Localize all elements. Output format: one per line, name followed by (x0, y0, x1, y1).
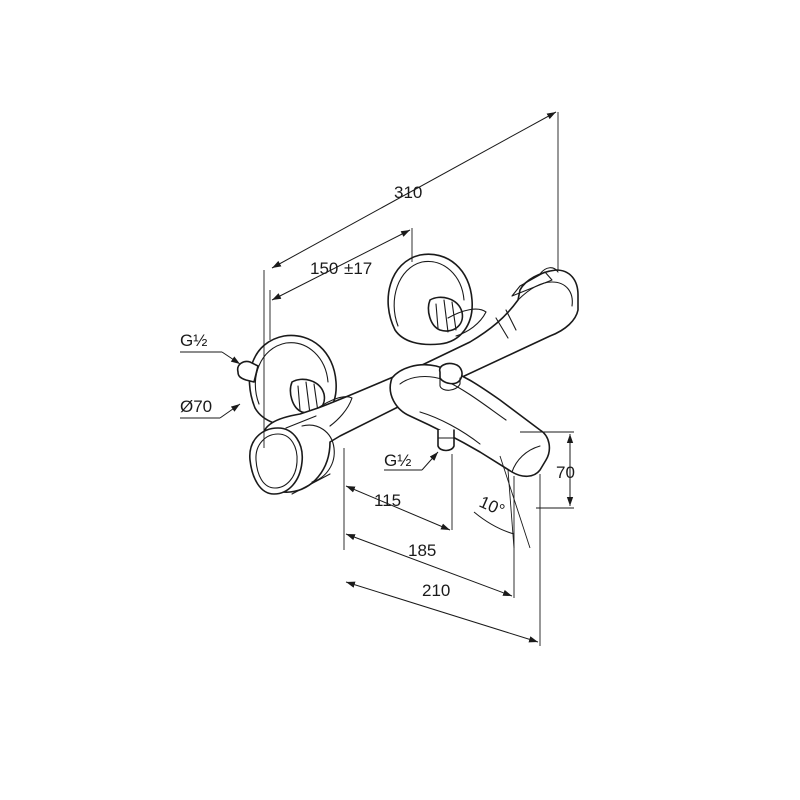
label-spout-length: 210 (422, 581, 450, 600)
rear-escutcheon (387, 253, 473, 346)
body-wing (317, 396, 353, 427)
thermostat-knob (249, 415, 335, 495)
label-escutcheon-diameter: Ø70 (180, 397, 212, 416)
label-thread-inlet: G½ (180, 331, 207, 350)
flow-handle (495, 267, 573, 339)
bath-spout (389, 362, 551, 478)
label-spout-height: 70 (556, 463, 575, 482)
front-escutcheon (248, 334, 337, 428)
dimension-lines (180, 111, 574, 646)
dimension-labels: 310 150 ±17 G½ Ø70 G½ 70 115 10° 185 210 (180, 183, 575, 600)
label-outlet-offset: 115 (374, 491, 401, 510)
label-spout-reach: 185 (408, 541, 436, 560)
label-overall-width: 310 (394, 183, 422, 202)
left-inlet-stub (236, 360, 259, 383)
faucet-outline (236, 253, 579, 495)
label-inlet-spacing: 150 (310, 259, 338, 278)
label-spout-angle: 10° (476, 492, 507, 520)
label-inlet-tolerance: ±17 (344, 259, 372, 278)
label-thread-outlet: G½ (384, 451, 411, 470)
